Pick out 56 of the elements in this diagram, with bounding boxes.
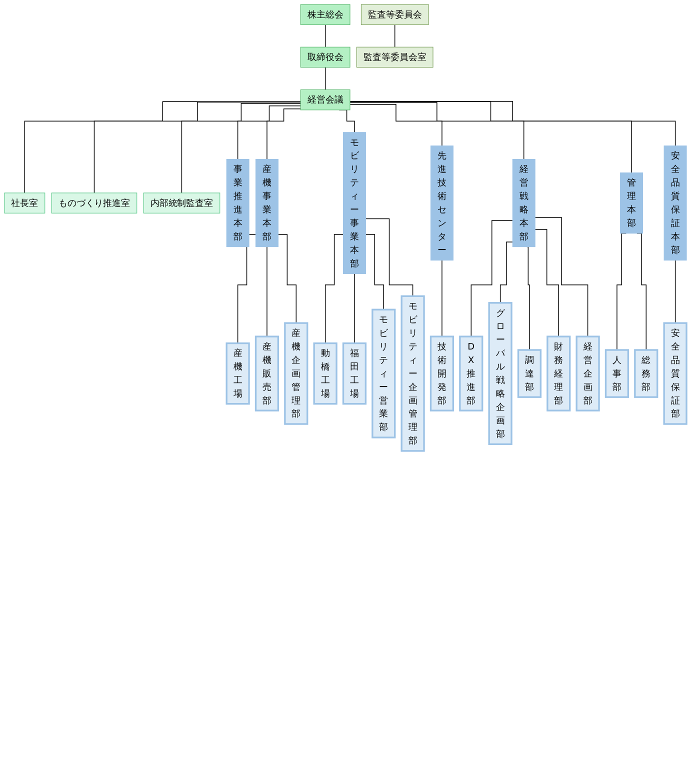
connector: [24, 101, 301, 194]
connector: [324, 66, 326, 90]
connector: [354, 273, 355, 344]
connector: [237, 105, 301, 160]
node-box: モビリティー企画管理部: [400, 295, 425, 452]
node-box: 安全品質保証部: [663, 322, 688, 425]
node-box: 技術開発部: [430, 336, 454, 412]
node-box: 経営企画部: [576, 336, 600, 412]
node-box: 安全品質保証本部: [664, 146, 687, 261]
connector: [350, 101, 632, 174]
connector: [237, 234, 256, 344]
node-box: 社長室: [4, 192, 46, 214]
connector: [94, 102, 301, 194]
connector: [324, 234, 344, 344]
connector: [350, 104, 442, 146]
node-box: 財務経理部: [546, 336, 571, 412]
node-box: 動橋工場: [313, 342, 338, 405]
node-box: 取締役会: [300, 46, 350, 68]
node-box: 調達部: [517, 349, 542, 398]
node-box: モビリティー営業部: [372, 308, 396, 438]
connector: [350, 102, 524, 160]
connector: [394, 24, 396, 48]
node-box: モビリティー事業本部: [342, 132, 366, 274]
node-box: 監査等委員会室: [356, 46, 434, 68]
connector: [324, 24, 326, 48]
node-box: 産機販売部: [254, 336, 280, 412]
connector: [534, 217, 588, 337]
connector: [181, 103, 301, 194]
node-box: 内部統制監査室: [143, 192, 220, 214]
node-box: 株主総会: [300, 4, 350, 25]
connector: [674, 260, 676, 324]
node-box: 経営会議: [300, 89, 350, 110]
node-box: 経営戦略本部: [512, 159, 536, 248]
node-box: 事業推進本部: [226, 159, 250, 248]
connector: [365, 218, 414, 296]
connector: [534, 229, 559, 337]
connector: [266, 108, 301, 160]
connector: [278, 234, 296, 324]
connector: [500, 242, 513, 304]
connector: [350, 100, 676, 146]
node-box: 産機工場: [226, 342, 250, 405]
node-box: 総務部: [634, 349, 658, 398]
node-box: 産機事業本部: [255, 159, 278, 248]
connector: [365, 234, 384, 310]
connector: [526, 246, 530, 350]
connector: [266, 246, 268, 337]
node-box: 監査等委員会: [360, 4, 429, 25]
node-box: 福田工場: [342, 342, 367, 405]
node-box: 産機企画管理部: [284, 322, 308, 425]
node-box: ものづくり推進室: [51, 192, 138, 214]
node-box: 人事部: [604, 349, 630, 398]
node-box: DX推進部: [459, 336, 484, 412]
connector: [470, 220, 513, 337]
node-box: 管理本部: [620, 172, 644, 234]
node-box: グローバル戦略企画部: [488, 302, 512, 446]
node-box: 先進技術センター: [430, 146, 454, 261]
